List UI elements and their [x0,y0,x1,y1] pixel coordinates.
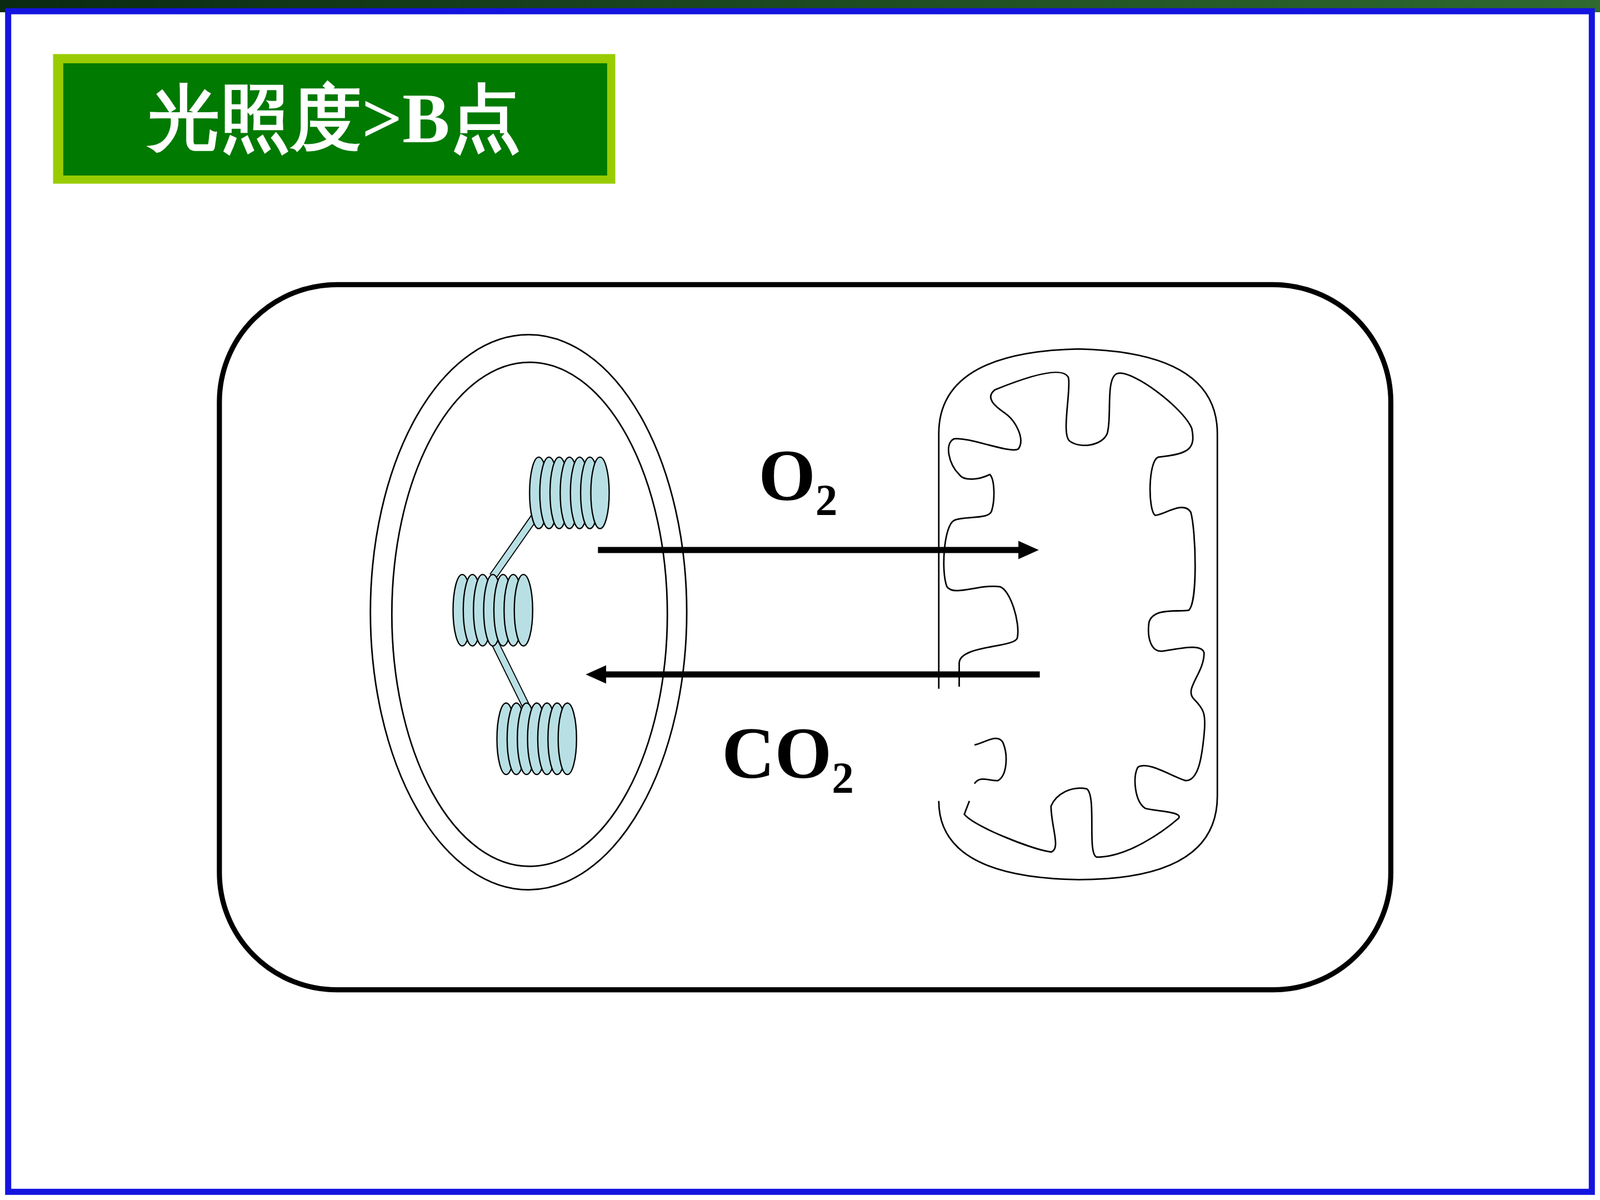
gas-label: O₂ [758,438,838,513]
gas-label: CO₂ [721,716,854,790]
arrowhead [1018,540,1039,559]
chloroplast-inner-membrane [391,362,668,867]
mitochondrion-outer-membrane [938,348,1218,880]
chloroplast-outer-membrane [370,334,687,890]
crista-fragment [974,738,1007,784]
o2-arrow [597,546,1020,553]
cell-outline [219,284,1392,990]
thylakoid-disc [558,703,577,775]
slide-title: 光照度>B点 [148,82,521,154]
grana [453,457,610,775]
lamella-outline [492,515,536,577]
slide-frame [8,11,1593,1192]
thylakoid-disc [590,457,609,529]
lamella [495,642,529,712]
arrowhead [585,665,607,684]
mitochondrion-cristae [943,372,1205,857]
lamella-outline [495,642,529,712]
title-frame [53,53,616,184]
lamella [492,515,536,577]
title-panel [63,63,608,176]
co2-arrow [603,671,1040,678]
thylakoid-disc [514,574,533,647]
